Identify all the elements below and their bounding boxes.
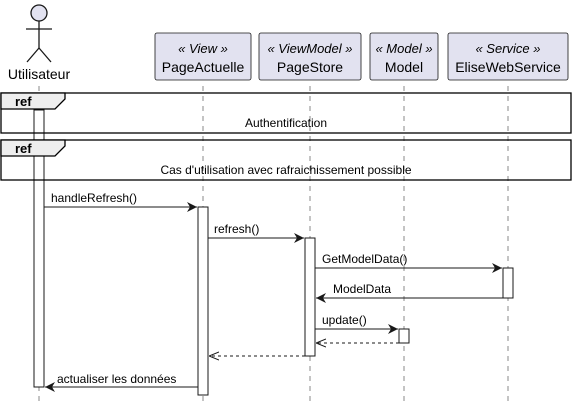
participant-name: PageStore <box>277 59 343 75</box>
activation-utilisateur <box>33 109 45 388</box>
message-label-actualiser: actualiser les données <box>57 372 176 386</box>
actor-name: Utilisateur <box>8 66 71 82</box>
message-labels: handleRefresh() refresh() GetModelData()… <box>51 191 407 386</box>
participant-stereotype: « View » <box>178 41 228 56</box>
activation-pageactuelle <box>197 206 209 396</box>
activation-elisewebservice <box>502 267 514 299</box>
ref-text: Cas d'utilisation avec rafraichissement … <box>160 163 411 177</box>
message-label-update: update() <box>322 313 367 327</box>
activation-model <box>398 328 410 344</box>
participant-box <box>447 32 569 81</box>
ref-frame-cas-utilisation: ref Cas d'utilisation avec rafraichissem… <box>0 139 572 181</box>
participant-pagestore: « ViewModel » PageStore <box>258 32 362 81</box>
message-label-handlerefresh: handleRefresh() <box>51 191 137 205</box>
participant-stereotype: « Model » <box>375 41 432 56</box>
participant-pageactuelle: « View » PageActuelle <box>154 32 252 81</box>
participant-box <box>258 32 362 81</box>
ref-tag: ref <box>15 94 32 109</box>
participant-elisewebservice: « Service » EliseWebService <box>447 32 569 81</box>
actor-utilisateur: Utilisateur <box>8 4 71 82</box>
participant-box <box>369 32 439 81</box>
participant-name: PageActuelle <box>162 59 245 75</box>
participant-model: « Model » Model <box>369 32 439 81</box>
stick-figure-icon <box>26 4 52 63</box>
lifelines <box>38 86 509 406</box>
ref-tag: ref <box>15 141 32 156</box>
activations <box>33 109 514 396</box>
participant-box <box>154 32 252 81</box>
ref-frame-authentification: ref Authentification <box>0 92 572 134</box>
participant-stereotype: « ViewModel » <box>267 41 352 56</box>
message-label-modeldata: ModelData <box>333 282 391 296</box>
ref-text: Authentification <box>245 116 327 130</box>
participant-name: Model <box>385 59 423 75</box>
message-label-getmodeldata: GetModelData() <box>322 252 407 266</box>
activation-pagestore <box>304 237 316 357</box>
message-label-refresh: refresh() <box>214 222 259 236</box>
messages <box>44 202 503 392</box>
participant-stereotype: « Service » <box>475 41 540 56</box>
participant-name: EliseWebService <box>455 59 561 75</box>
